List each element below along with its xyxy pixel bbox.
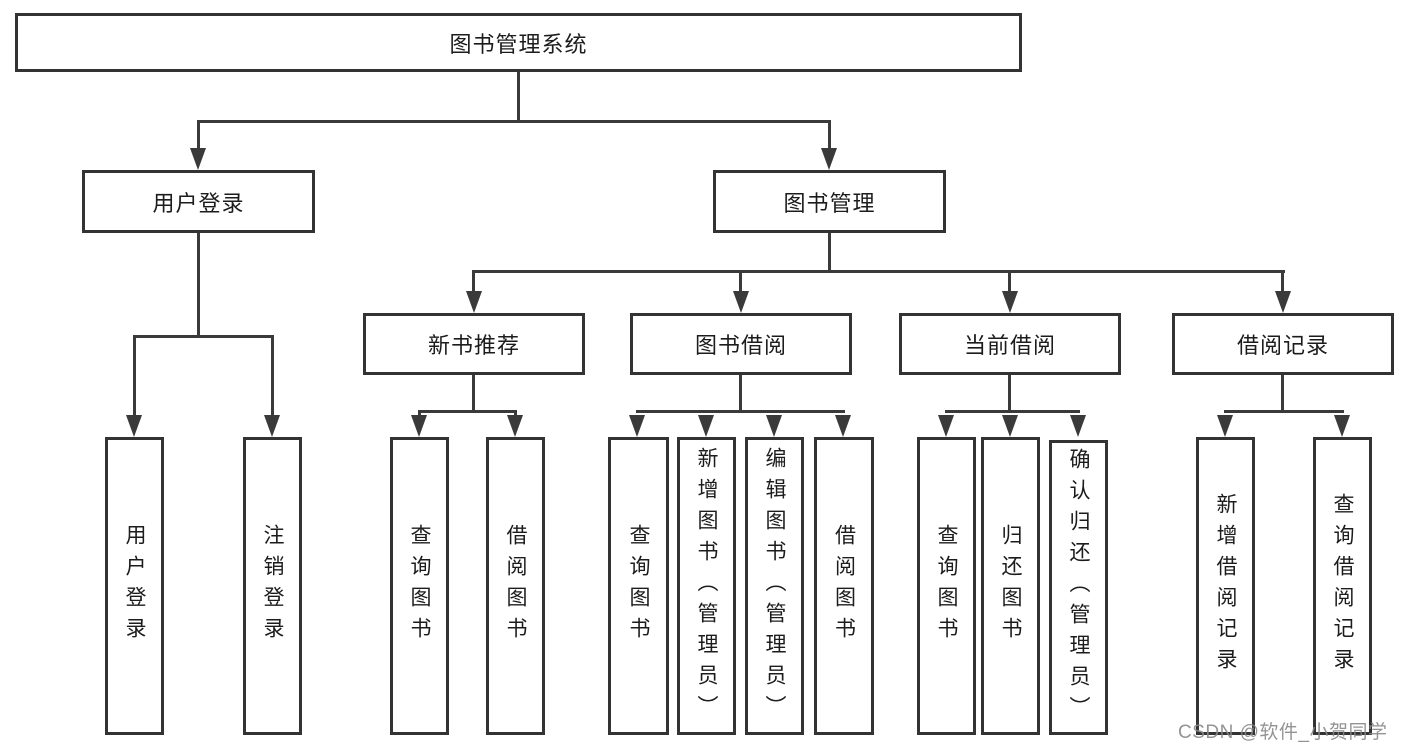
connector-line (473, 270, 1285, 273)
leaf-label: 注销登录 (261, 524, 284, 648)
node-label: 用户登录 (152, 190, 245, 216)
connector-line (739, 375, 742, 413)
node-label: 当前借阅 (963, 333, 1056, 358)
arrow-down-icon (766, 415, 782, 437)
connector-line (271, 335, 274, 420)
connector-line (828, 233, 831, 273)
leaf-borrow-books-recommend: 借阅图书 (486, 437, 545, 735)
leaf-add-book-admin: 新增图书（管理员） (677, 437, 736, 735)
connector-line (197, 120, 200, 152)
connector-line (636, 410, 845, 413)
connector-line (133, 335, 136, 420)
node-label: 图书借阅 (694, 333, 787, 358)
node-label: 图书管理 (783, 190, 876, 216)
arrow-down-icon (1002, 291, 1018, 313)
leaf-label: 用户登录 (123, 524, 146, 648)
leaf-label: 借阅图书 (832, 524, 856, 648)
arrow-down-icon (126, 415, 142, 437)
leaf-label: 确认归还（管理员） (1067, 448, 1090, 727)
connector-line (472, 375, 475, 413)
leaf-label: 查询图书 (627, 524, 650, 648)
connector-line (1281, 270, 1284, 295)
arrow-down-icon (1217, 415, 1233, 437)
leaf-label: 编辑图书（管理员） (763, 446, 786, 726)
connector-line (197, 120, 831, 123)
leaf-user-login: 用户登录 (105, 437, 164, 735)
connector-line (197, 233, 200, 338)
connector-line (1281, 375, 1284, 413)
leaf-label: 查询借阅记录 (1331, 493, 1354, 679)
arrow-down-icon (264, 415, 280, 437)
connector-line (1224, 410, 1344, 413)
connector-line (945, 410, 1080, 413)
arrow-down-icon (1002, 415, 1018, 437)
leaf-query-books-recommend: 查询图书 (390, 437, 449, 735)
node-label: 新书推荐 (427, 333, 520, 358)
connector-line (133, 335, 274, 338)
connector-line (739, 270, 742, 295)
node-book-management: 图书管理 (713, 170, 946, 233)
leaf-add-borrow-record: 新增借阅记录 (1196, 437, 1255, 735)
leaf-label: 归还图书 (999, 524, 1022, 648)
arrow-down-icon (466, 291, 482, 313)
arrow-down-icon (190, 148, 206, 170)
node-label: 图书管理系统 (449, 31, 588, 57)
arrow-down-icon (1334, 415, 1350, 437)
leaf-borrow-books-borrowing: 借阅图书 (814, 437, 874, 735)
arrow-down-icon (507, 415, 523, 437)
arrow-down-icon (835, 415, 851, 437)
leaf-label: 新增图书（管理员） (695, 446, 718, 726)
leaf-confirm-return-admin: 确认归还（管理员） (1049, 440, 1108, 735)
leaf-label: 查询图书 (935, 524, 958, 648)
connector-line (828, 120, 831, 152)
node-library-management-system: 图书管理系统 (15, 13, 1022, 72)
node-new-book-recommendation: 新书推荐 (363, 313, 585, 375)
leaf-query-books-borrowing: 查询图书 (608, 437, 669, 735)
connector-line (418, 410, 517, 413)
leaf-query-books-current: 查询图书 (917, 437, 976, 735)
node-current-borrowing: 当前借阅 (899, 313, 1121, 375)
node-borrowing-records: 借阅记录 (1172, 313, 1394, 375)
arrow-down-icon (1070, 415, 1086, 437)
arrow-down-icon (1275, 291, 1291, 313)
leaf-label: 借阅图书 (504, 524, 527, 648)
connector-line (472, 270, 475, 295)
arrow-down-icon (733, 291, 749, 313)
node-user-login: 用户登录 (82, 170, 315, 233)
csdn-watermark: CSDN @软件_小贺同学 (1178, 722, 1388, 743)
arrow-down-icon (821, 148, 837, 170)
node-label: 借阅记录 (1236, 333, 1329, 358)
connector-line (517, 72, 520, 123)
leaf-query-borrow-record: 查询借阅记录 (1313, 437, 1372, 735)
arrow-down-icon (698, 415, 714, 437)
connector-line (1008, 270, 1011, 295)
node-book-borrowing: 图书借阅 (630, 313, 852, 375)
leaf-logout: 注销登录 (243, 437, 302, 735)
leaf-label: 查询图书 (408, 524, 431, 648)
leaf-label: 新增借阅记录 (1214, 493, 1237, 679)
arrow-down-icon (938, 415, 954, 437)
leaf-return-book: 归还图书 (981, 437, 1040, 735)
arrow-down-icon (629, 415, 645, 437)
arrow-down-icon (411, 415, 427, 437)
connector-line (1008, 375, 1011, 413)
leaf-edit-book-admin: 编辑图书（管理员） (745, 437, 804, 735)
